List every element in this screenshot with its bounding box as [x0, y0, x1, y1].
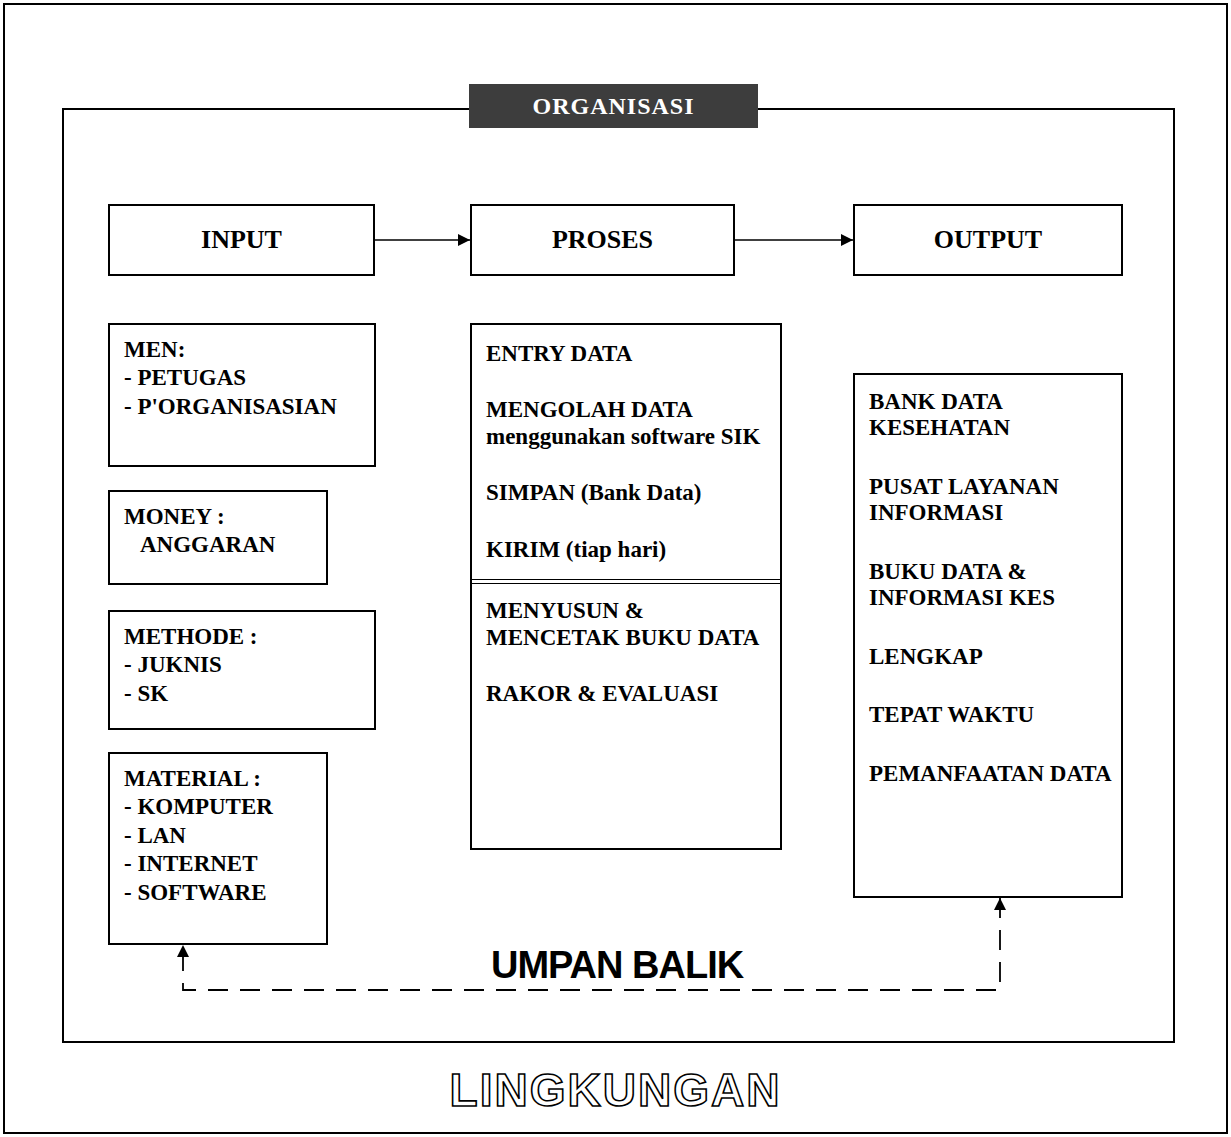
box-item: - LAN: [124, 823, 318, 849]
organization-box: ORGANISASIINPUTPROSESOUTPUTMEN:- PETUGAS…: [62, 108, 1175, 1043]
stage-header: INPUT: [108, 204, 375, 276]
box-heading: MEN:: [124, 337, 366, 363]
box-item: - JUKNIS: [124, 652, 366, 678]
stage-header: OUTPUT: [853, 204, 1123, 276]
box-heading: BANK DATA KESEHATAN: [869, 389, 1113, 442]
box-item: TEPAT WAKTU: [869, 702, 1113, 728]
box-heading: PROSES: [552, 225, 653, 255]
box-item: - SOFTWARE: [124, 880, 318, 906]
box-heading: METHODE :: [124, 624, 366, 650]
box-item: BUKU DATA & INFORMASI KES: [869, 559, 1113, 612]
input-box: MONEY :ANGGARAN: [108, 490, 328, 585]
connector-group: [183, 240, 1000, 990]
box-item: KIRIM (tiap hari): [486, 537, 772, 563]
input-box: MEN:- PETUGAS - P'ORGANISASIAN: [108, 323, 376, 467]
box-item: PEMANFAATAN DATA: [869, 761, 1113, 787]
flow-arrow: [375, 239, 470, 241]
box-item: LENGKAP: [869, 644, 1113, 670]
box-heading: LINGKUNGAN: [5, 1063, 1226, 1117]
box-heading: MONEY :: [124, 504, 318, 530]
process-list: ENTRY DATA MENGOLAH DATA menggunakan soft…: [470, 323, 782, 850]
box-item: SIMPAN (Bank Data): [486, 480, 772, 506]
box-item: MENYUSUN & MENCETAK BUKU DATA: [486, 598, 772, 651]
divider-line: [472, 579, 780, 584]
box-item: ANGGARAN: [124, 532, 318, 558]
box-item: MENGOLAH DATA menggunakan software SIK: [486, 397, 772, 450]
box-heading: ENTRY DATA: [486, 341, 772, 367]
box-item: - INTERNET: [124, 851, 318, 877]
box-heading: INPUT: [201, 225, 282, 255]
box-item: - PETUGAS: [124, 365, 366, 391]
box-heading: OUTPUT: [934, 225, 1042, 255]
input-box: MATERIAL :- KOMPUTER - LAN- INTERNET - SOF…: [108, 752, 328, 945]
stage-header: PROSES: [470, 204, 735, 276]
box-item: PUSAT LAYANAN INFORMASI: [869, 474, 1113, 527]
box-item: RAKOR & EVALUASI: [486, 681, 772, 707]
flow-arrow: [735, 239, 853, 241]
box-heading: ORGANISASI: [469, 84, 758, 128]
input-box: METHODE :- JUKNIS - SK: [108, 610, 376, 730]
output-list: BANK DATA KESEHATAN PUSAT LAYANAN INFORMA…: [853, 373, 1123, 898]
box-heading: MATERIAL :: [124, 766, 318, 792]
box-item: - SK: [124, 681, 366, 707]
box-item: - KOMPUTER: [124, 794, 318, 820]
box-item: - P'ORGANISASIAN: [124, 394, 366, 420]
edge-label: UMPAN BALIK: [485, 945, 749, 987]
